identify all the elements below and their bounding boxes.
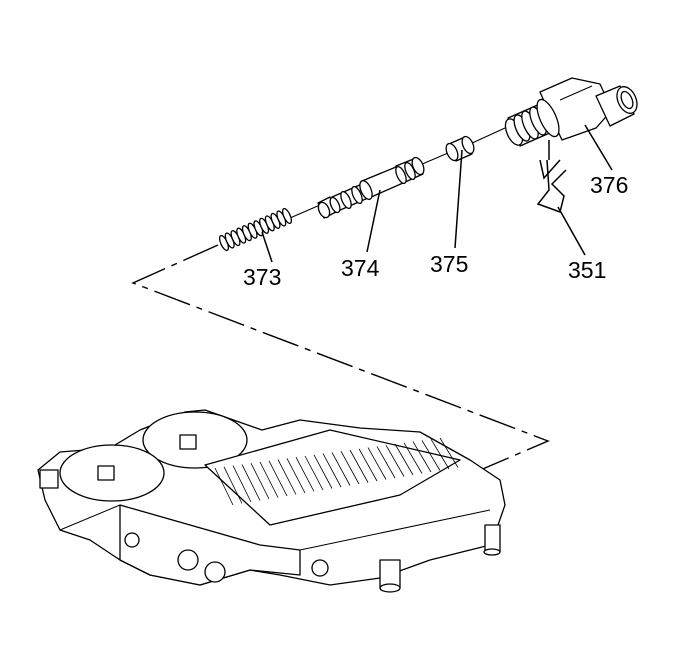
hatch-line bbox=[403, 442, 423, 474]
hatch-line bbox=[331, 452, 351, 486]
callout-375: 375 bbox=[430, 251, 468, 277]
callout-374: 374 bbox=[341, 255, 380, 281]
cross-hatch-pattern bbox=[214, 437, 459, 506]
valve-body-icon bbox=[37, 409, 506, 593]
hatch-line bbox=[385, 445, 405, 477]
hatch-line bbox=[394, 443, 414, 476]
hatch-line bbox=[412, 441, 432, 473]
callout-376: 376 bbox=[590, 172, 628, 198]
leader-375 bbox=[454, 149, 463, 249]
parts-axis-line bbox=[289, 127, 506, 219]
leader-373 bbox=[261, 231, 273, 263]
hatch-line bbox=[349, 449, 369, 483]
callout-373: 373 bbox=[243, 264, 281, 290]
hatch-line bbox=[223, 466, 243, 504]
hatch-line bbox=[367, 447, 387, 480]
alignment-dashed-line bbox=[131, 244, 550, 472]
callout-351: 351 bbox=[568, 257, 606, 283]
hatch-line bbox=[340, 451, 360, 485]
sleeve-icon bbox=[445, 135, 475, 162]
hatch-line bbox=[232, 465, 252, 503]
leader-374 bbox=[366, 189, 381, 253]
leader-376 bbox=[584, 124, 613, 171]
hatch-line bbox=[214, 467, 234, 506]
callout-labels: 373 374 375 376 351 bbox=[243, 172, 628, 290]
coil-spring-icon bbox=[218, 207, 293, 252]
spring-coil bbox=[281, 207, 293, 225]
hatch-line bbox=[241, 464, 261, 501]
leader-lines bbox=[261, 124, 613, 263]
hatch-line bbox=[358, 448, 378, 482]
hatch-line bbox=[439, 437, 459, 468]
spool-valve-icon bbox=[317, 156, 425, 219]
retainer-clip-icon bbox=[536, 140, 567, 213]
hatch-line bbox=[286, 458, 306, 494]
solenoid-icon bbox=[504, 77, 638, 147]
hatch-line bbox=[259, 461, 279, 498]
hatch-line bbox=[304, 455, 324, 491]
hatch-line bbox=[250, 463, 270, 500]
hatch-line bbox=[295, 457, 315, 492]
leader-351 bbox=[557, 206, 586, 256]
hatch-line bbox=[322, 453, 342, 488]
hatch-line bbox=[277, 459, 297, 495]
hatch-line bbox=[376, 446, 396, 479]
hatch-line bbox=[421, 440, 441, 471]
hatch-line bbox=[268, 460, 288, 497]
hatch-line bbox=[313, 454, 333, 489]
hatch-line bbox=[430, 438, 450, 470]
